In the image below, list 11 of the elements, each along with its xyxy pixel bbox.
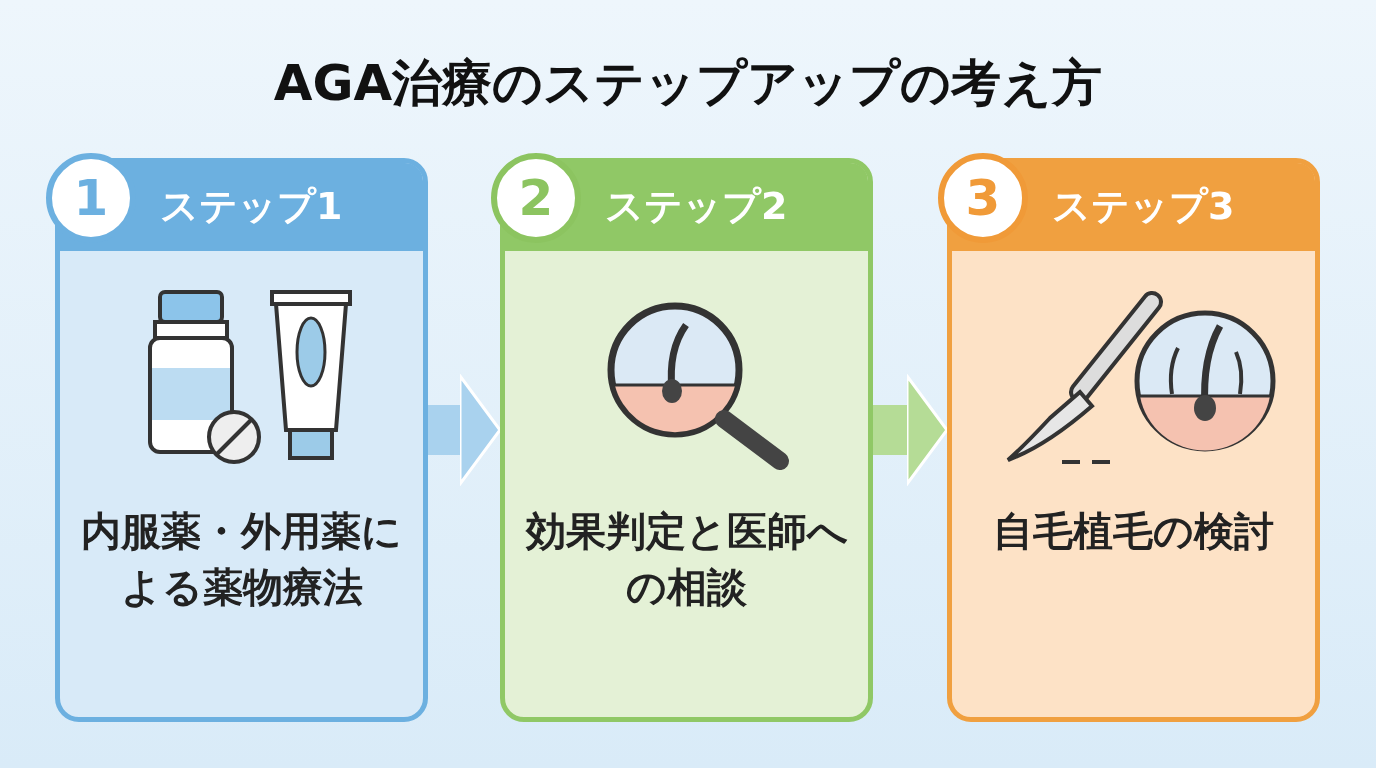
step-description: 効果判定と医師への相談: [525, 507, 848, 612]
arrow: [428, 374, 502, 486]
title: AGA治療のステップアップの考え方: [273, 53, 1103, 114]
step-description: 内服薬・外用薬による薬物療法: [80, 507, 403, 612]
step-description: 自毛植毛の検討: [992, 507, 1275, 556]
step-number: 2: [491, 153, 581, 243]
step-heading: ステップ3: [1052, 183, 1235, 230]
step-number: 3: [938, 153, 1028, 243]
step-heading: ステップ1: [160, 183, 343, 230]
arrow: [873, 374, 949, 486]
step-heading: ステップ2: [605, 183, 788, 230]
